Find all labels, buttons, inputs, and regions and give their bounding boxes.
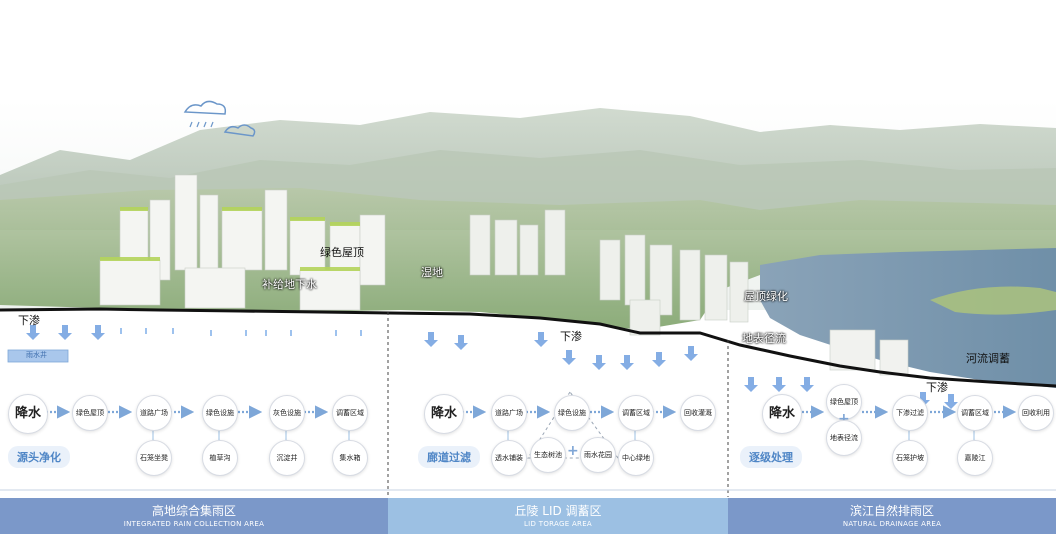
node-storage-area-right: 调蓄区域 xyxy=(957,395,993,431)
band-title-en: LID TORAGE AREA xyxy=(523,520,593,528)
label-recharge-groundwater: 补给地下水 xyxy=(262,278,317,291)
river xyxy=(760,248,1056,388)
node-permeable-paving: 透水铺装 xyxy=(491,440,527,476)
node-green-roof-right: 绿色屋顶 xyxy=(826,384,862,420)
buildings-left xyxy=(99,174,386,311)
node-grey-facility: 灰色设施 xyxy=(269,395,305,431)
category-stepwise-treatment: 逐级处理 xyxy=(740,446,802,468)
node-eco-tree-pit: 生态树池 xyxy=(530,437,566,473)
node-recycle-irrigation: 回收灌溉 xyxy=(680,395,716,431)
label-river-storage: 河流调蓄 xyxy=(966,352,1010,365)
label-surface-runoff: 地表径流 xyxy=(742,332,786,345)
node-surface-runoff: 地表径流 xyxy=(826,420,862,456)
node-infiltration-filter: 下渗过滤 xyxy=(892,395,928,431)
node-recycle-use: 回收利用 xyxy=(1018,395,1054,431)
plus-icon: + xyxy=(567,443,579,459)
node-water-tank: 集水箱 xyxy=(332,440,368,476)
rain-cloud-icon xyxy=(183,100,256,137)
buildings-right xyxy=(829,329,909,376)
node-rain-mid: 降水 xyxy=(424,394,464,434)
node-gabion-bench: 石笼坐凳 xyxy=(136,440,172,476)
node-central-green: 中心绿地 xyxy=(618,440,654,476)
band-title-cn: 滨江自然排雨区 xyxy=(849,504,934,518)
buildings-middle xyxy=(469,209,749,336)
band-integrated-rain: 高地综合集雨区 INTEGRATED RAIN COLLECTION AREA xyxy=(0,498,388,534)
band-title-en: INTEGRATED RAIN COLLECTION AREA xyxy=(123,520,265,528)
node-grass-swale: 植草沟 xyxy=(202,440,238,476)
plus-icon-right: + xyxy=(838,411,850,427)
band-lid-storage: 丘陵 LID 调蓄区 LID TORAGE AREA xyxy=(388,498,728,534)
label-infiltration-right: 下渗 xyxy=(926,381,948,394)
band-title-cn: 高地综合集雨区 xyxy=(151,504,236,518)
label-sink: 雨水井 xyxy=(26,351,47,359)
node-green-facility-mid: 绿色设施 xyxy=(554,395,590,431)
node-sediment-well: 沉淀井 xyxy=(269,440,305,476)
category-source-purification: 源头净化 xyxy=(8,446,70,468)
band-title-cn: 丘陵 LID 调蓄区 xyxy=(514,504,602,518)
band-natural-drainage: 滨江自然排雨区 NATURAL DRAINAGE AREA xyxy=(728,498,1056,534)
label-green-roof: 绿色屋顶 xyxy=(320,246,364,259)
node-rain-right: 降水 xyxy=(762,394,802,434)
category-corridor-filtration: 廊道过滤 xyxy=(418,446,480,468)
label-infiltration-mid: 下渗 xyxy=(560,330,582,343)
node-storage-area-mid: 调蓄区域 xyxy=(618,395,654,431)
label-wetland: 湿地 xyxy=(421,266,443,279)
node-jialing-river: 嘉陵江 xyxy=(957,440,993,476)
node-green-facility-left: 绿色设施 xyxy=(202,395,238,431)
node-road-plaza-mid: 道路广场 xyxy=(491,395,527,431)
node-gabion-slope: 石笼护坡 xyxy=(892,440,928,476)
infiltration-arrows xyxy=(26,325,958,409)
rain-tank xyxy=(7,349,69,363)
ground-section-line xyxy=(0,307,1056,388)
node-storage-area-left: 调蓄区域 xyxy=(332,395,368,431)
band-title-en: NATURAL DRAINAGE AREA xyxy=(842,520,942,528)
label-infiltration-left: 下渗 xyxy=(18,314,40,327)
node-green-roof-left: 绿色屋顶 xyxy=(72,395,108,431)
label-roof-greening: 屋顶绿化 xyxy=(744,290,788,303)
node-rain-garden: 雨水花园 xyxy=(580,437,616,473)
node-rain-left: 降水 xyxy=(8,394,48,434)
node-road-plaza-left: 道路广场 xyxy=(136,395,172,431)
